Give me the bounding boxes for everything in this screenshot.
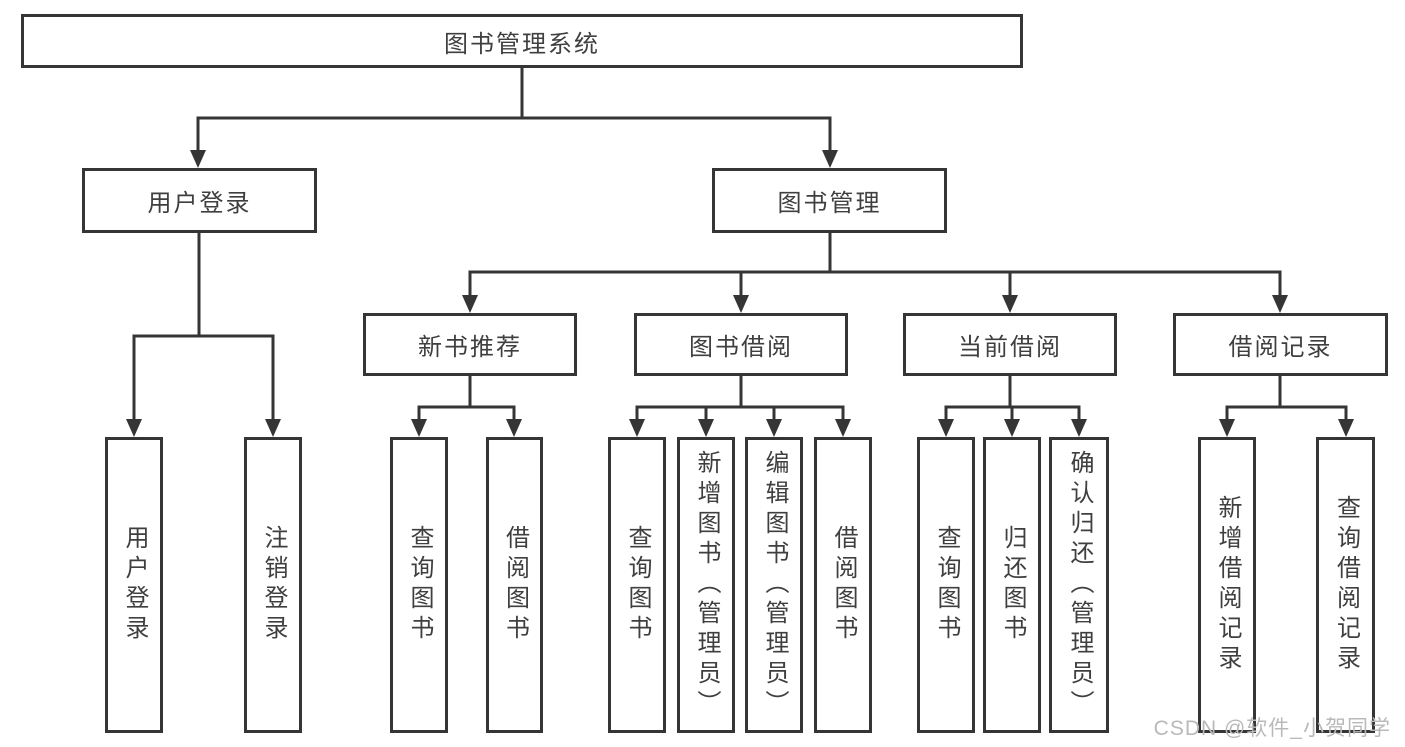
leaf-add-books-admin: 新增图书（管理员）: [677, 437, 735, 733]
leaf-query-borrow-record: 查询借阅记录: [1316, 437, 1375, 733]
leaf-return-books-label: 归还图书: [999, 525, 1026, 645]
node-current-borrowing: 当前借阅: [903, 313, 1117, 376]
connector-book-borrowing-to-leaves: [629, 376, 851, 437]
leaf-borrow-books-borrowing-label: 借阅图书: [830, 525, 857, 645]
leaf-edit-books-admin: 编辑图书（管理员）: [745, 437, 803, 733]
node-book-management: 图书管理: [712, 168, 947, 233]
connector-borrowing-records-to-leaves: [1219, 376, 1354, 437]
leaf-user-login-label: 用户登录: [121, 525, 148, 645]
leaf-logout-login-label: 注销登录: [260, 525, 287, 645]
node-new-book-recommend: 新书推荐: [363, 313, 577, 376]
connector-new-book-recommend-to-leaves: [411, 376, 522, 437]
leaf-query-books-borrowing: 查询图书: [608, 437, 666, 733]
leaf-borrow-books-borrowing: 借阅图书: [814, 437, 872, 733]
leaf-user-login: 用户登录: [105, 437, 163, 733]
node-user-login-label: 用户登录: [147, 190, 252, 217]
leaf-confirm-return-admin-label: 确认归还（管理员）: [1066, 450, 1093, 720]
node-borrowing-records-label: 借阅记录: [1228, 334, 1333, 361]
node-root: 图书管理系统: [21, 14, 1023, 68]
node-book-management-label: 图书管理: [777, 190, 882, 217]
connector-book-management-to-level3: [462, 233, 1288, 313]
node-root-label: 图书管理系统: [444, 30, 600, 58]
node-borrowing-records: 借阅记录: [1173, 313, 1388, 376]
leaf-query-books-borrowing-label: 查询图书: [624, 525, 651, 645]
leaf-add-borrow-record-label: 新增借阅记录: [1214, 495, 1241, 675]
node-new-book-recommend-label: 新书推荐: [418, 334, 522, 361]
leaf-query-borrow-record-label: 查询借阅记录: [1332, 495, 1360, 675]
leaf-add-borrow-record: 新增借阅记录: [1198, 437, 1256, 733]
leaf-borrow-books-recommend-label: 借阅图书: [501, 525, 529, 645]
node-book-borrowing: 图书借阅: [634, 313, 848, 376]
leaf-edit-books-admin-label: 编辑图书（管理员）: [761, 450, 788, 720]
leaf-query-books-current: 查询图书: [917, 437, 975, 733]
connector-current-borrowing-to-leaves: [938, 376, 1087, 437]
leaf-query-books-current-label: 查询图书: [933, 525, 960, 645]
leaf-confirm-return-admin: 确认归还（管理员）: [1049, 437, 1109, 733]
leaf-return-books: 归还图书: [983, 437, 1041, 733]
node-book-borrowing-label: 图书借阅: [689, 334, 793, 361]
node-current-borrowing-label: 当前借阅: [958, 334, 1062, 361]
csdn-watermark: CSDN @软件_小贺同学: [1153, 717, 1391, 740]
leaf-query-books-recommend: 查询图书: [390, 437, 448, 733]
connector-user-login-to-leaves: [126, 233, 281, 437]
connector-root-to-level2: [190, 68, 838, 168]
leaf-add-books-admin-label: 新增图书（管理员）: [693, 450, 720, 720]
leaf-borrow-books-recommend: 借阅图书: [486, 437, 543, 733]
leaf-logout-login: 注销登录: [244, 437, 302, 733]
node-user-login: 用户登录: [82, 168, 317, 233]
leaf-query-books-recommend-label: 查询图书: [406, 525, 433, 645]
